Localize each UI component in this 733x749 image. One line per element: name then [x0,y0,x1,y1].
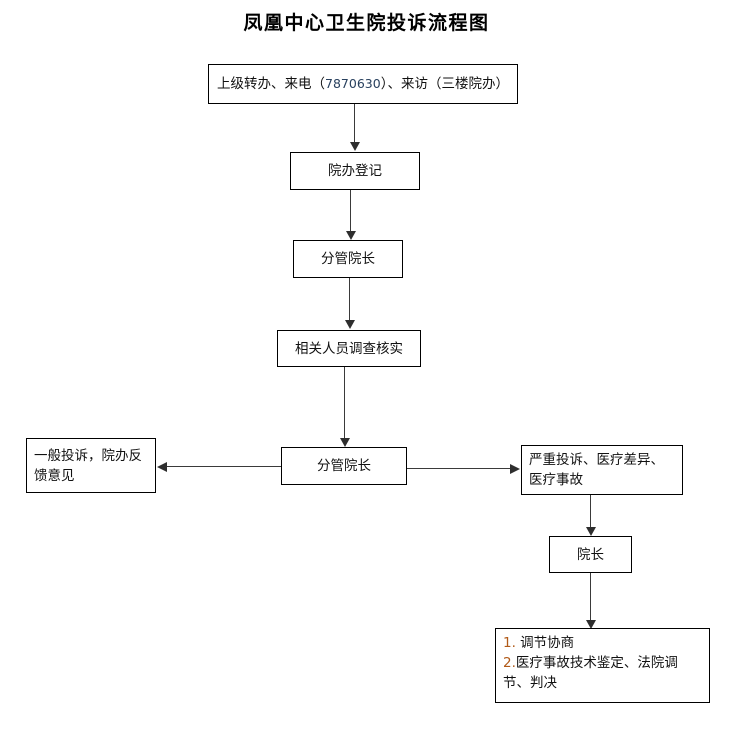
intake-label-part1: 上级转办、来电（ [217,76,326,92]
node-general-complaint-label: 一般投诉，院办反馈意见 [34,447,142,484]
edge-deputy2-serious-arrow [510,464,520,474]
node-director[interactable]: 院长 [549,536,632,573]
edge-serious-director-line [590,495,591,528]
edge-intake-registration-arrow [350,142,360,151]
node-registration[interactable]: 院办登记 [290,152,420,190]
edge-deputy2-general-line [167,466,281,467]
edge-registration-deputy1-line [350,190,351,232]
node-investigation[interactable]: 相关人员调查核实 [277,330,421,367]
edge-deputy1-investigation-line [349,278,350,321]
intake-phone-number: 7870630 [325,76,381,91]
node-investigation-label: 相关人员调查核实 [295,340,403,357]
edge-serious-director-arrow [586,527,596,536]
page-title: 凤凰中心卫生院投诉流程图 [243,12,490,34]
resolution-item2-text: 医疗事故技术鉴定、法院调节、判决 [503,655,678,691]
edge-deputy2-serious-line [407,468,511,469]
node-intake[interactable]: 上级转办、来电（7870630）、来访（三楼院办） [208,64,518,104]
node-deputy-director-1-label: 分管院长 [321,251,375,267]
node-intake-label: 上级转办、来电（7870630）、来访（三楼院办） [209,74,517,94]
edge-director-resolution-line [590,573,591,621]
edge-investigation-deputy2-arrow [340,438,350,447]
node-deputy-director-1[interactable]: 分管院长 [293,240,403,278]
node-serious-complaint[interactable]: 严重投诉、医疗差异、医疗事故 [521,445,683,495]
edge-director-resolution-arrow [586,620,596,629]
edge-intake-registration-line [354,104,355,143]
node-deputy-director-2[interactable]: 分管院长 [281,447,407,485]
resolution-item1-number: 1. [503,635,516,651]
edge-deputy2-general-arrow [157,462,167,472]
resolution-item1-text: 调节协商 [515,635,575,651]
node-general-complaint[interactable]: 一般投诉，院办反馈意见 [26,438,156,493]
node-resolution[interactable]: 1. 调节协商 2.医疗事故技术鉴定、法院调节、判决 [495,628,710,703]
node-registration-label: 院办登记 [328,163,382,179]
edge-investigation-deputy2-line [344,367,345,439]
node-serious-complaint-label: 严重投诉、医疗差异、医疗事故 [529,452,664,488]
node-director-label: 院长 [577,546,604,563]
edge-deputy1-investigation-arrow [345,320,355,329]
edge-registration-deputy1-arrow [346,231,356,240]
intake-label-part2: ）、来访（三楼院办） [380,76,509,92]
node-resolution-label: 1. 调节协商 2.医疗事故技术鉴定、法院调节、判决 [503,633,702,693]
node-deputy-director-2-label: 分管院长 [317,458,371,474]
resolution-item2-number: 2. [503,655,516,671]
